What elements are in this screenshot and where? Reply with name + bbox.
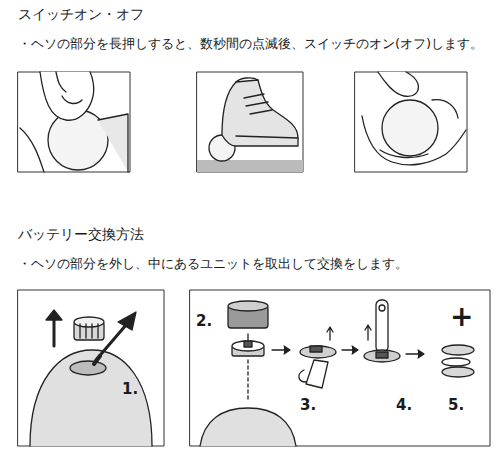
section-heading: バッテリー交換方法 xyxy=(18,226,144,243)
shoe-panel xyxy=(197,72,303,172)
instruction-note: ・ヘソの部分を外し、中にあるユニットを取出して交換をします。 xyxy=(18,256,408,272)
instruction-note: ・ヘソの部分を長押しすると、数秒間の点滅後、スイッチのオン(オフ)します。 xyxy=(18,36,483,52)
step-number: 2. xyxy=(196,312,212,330)
step-number: 4. xyxy=(396,396,412,414)
hands-panel xyxy=(355,72,467,172)
battery-steps-panel xyxy=(190,290,490,446)
section-heading: スイッチオン・オフ xyxy=(18,6,144,23)
polarity-symbol: + xyxy=(450,300,473,334)
press-panel xyxy=(18,72,130,172)
cap-removal-panel xyxy=(18,290,164,446)
step-number: 3. xyxy=(300,396,316,414)
step-number: 1. xyxy=(122,380,138,398)
step-number: 5. xyxy=(448,396,464,414)
